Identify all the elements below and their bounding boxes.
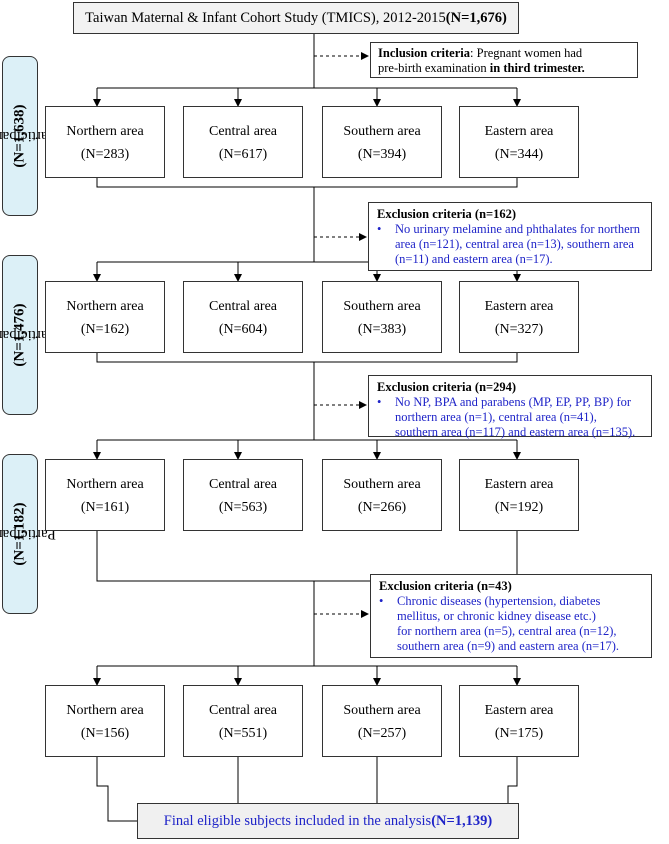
area-count: (N=257) xyxy=(357,726,407,741)
exclusion-heading: Exclusion criteria (n=43) xyxy=(379,579,512,593)
cohort-title-box: Taiwan Maternal & Infant Cohort Study (T… xyxy=(73,2,519,34)
stage3-eastern-box: Eastern area (N=192) xyxy=(459,459,579,531)
bullet-icon: • xyxy=(377,222,382,236)
area-count: (N=283) xyxy=(80,147,130,162)
area-count: (N=161) xyxy=(80,500,130,515)
exclusion-heading: Exclusion criteria (n=294) xyxy=(377,380,517,394)
participants-label-stage2: Participants (N=1,476) xyxy=(0,255,55,415)
inclusion-criteria-box: Inclusion criteria: Pregnant women had p… xyxy=(370,42,638,78)
area-count: (N=617) xyxy=(218,147,268,162)
area-name: Northern area xyxy=(66,703,144,718)
merge-line xyxy=(96,178,518,188)
exclusion-criteria-box-2: Exclusion criteria (n=294) • No NP, BPA … xyxy=(368,375,652,439)
stage2-eastern-box: Eastern area (N=327) xyxy=(459,281,579,353)
exclusion-line: for northern area (n=5), central area (n… xyxy=(397,624,617,638)
area-count: (N=156) xyxy=(80,726,130,741)
exclusion-line: southern area (n=117) and eastern area (… xyxy=(395,425,636,439)
area-count: (N=551) xyxy=(218,726,268,741)
exclusion-criteria-box-1: Exclusion criteria (n=162) • No urinary … xyxy=(368,202,652,271)
area-name: Northern area xyxy=(66,299,144,314)
area-name: Central area xyxy=(208,477,277,492)
area-name: Eastern area xyxy=(484,299,554,314)
stage2-northern-box: Northern area (N=162) xyxy=(45,281,165,353)
area-count: (N=604) xyxy=(218,322,268,337)
final-eligible-box: Final eligible subjects included in the … xyxy=(137,803,519,839)
exclusion-line: No urinary melamine and phthalates for n… xyxy=(395,222,641,236)
area-name: Central area xyxy=(208,124,277,139)
final-count: (N=1,139) xyxy=(431,812,493,829)
stage2-southern-box: Southern area (N=383) xyxy=(322,281,442,353)
stage1-eastern-box: Eastern area (N=344) xyxy=(459,106,579,178)
participants-label-stage1: Participants (N=1,638) xyxy=(0,56,55,216)
area-count: (N=175) xyxy=(494,726,544,741)
merge-line xyxy=(96,757,137,822)
bullet-icon: • xyxy=(377,395,382,409)
stage3-southern-box: Southern area (N=266) xyxy=(322,459,442,531)
stage3-northern-box: Northern area (N=161) xyxy=(45,459,165,531)
exclusion-heading: Exclusion criteria (n=162) xyxy=(377,207,517,221)
exclusion-line: southern area (n=9) and eastern area (n=… xyxy=(397,639,619,653)
area-name: Eastern area xyxy=(484,477,554,492)
area-count: (N=162) xyxy=(80,322,130,337)
area-count: (N=394) xyxy=(357,147,407,162)
exclusion-line: mellitus, or chronic kidney disease etc.… xyxy=(397,609,596,623)
area-name: Northern area xyxy=(66,124,144,139)
stage1-northern-box: Northern area (N=283) xyxy=(45,106,165,178)
area-name: Southern area xyxy=(343,299,421,314)
merge-line xyxy=(96,531,518,582)
stage4-northern-box: Northern area (N=156) xyxy=(45,685,165,757)
stage4-eastern-box: Eastern area (N=175) xyxy=(459,685,579,757)
exclusion-line: No NP, BPA and parabens (MP, EP, PP, BP)… xyxy=(395,395,632,409)
inclusion-text-bold: in third trimester. xyxy=(489,61,585,75)
exclusion-line: Chronic diseases (hypertension, diabetes xyxy=(397,594,601,608)
area-count: (N=383) xyxy=(357,322,407,337)
area-name: Central area xyxy=(208,703,277,718)
stage4-central-box: Central area (N=551) xyxy=(183,685,303,757)
area-name: Southern area xyxy=(343,124,421,139)
exclusion-line: northern area (n=1), central area (n=41)… xyxy=(395,410,597,424)
final-text: Final eligible subjects included in the … xyxy=(163,812,432,829)
area-count: (N=327) xyxy=(494,322,544,337)
exclusion-line: (n=11) and eastern area (n=17). xyxy=(395,252,553,266)
stage1-southern-box: Southern area (N=394) xyxy=(322,106,442,178)
area-name: Northern area xyxy=(66,477,144,492)
inclusion-text: pre-birth examination xyxy=(378,61,490,75)
stage1-central-box: Central area (N=617) xyxy=(183,106,303,178)
stage4-southern-box: Southern area (N=257) xyxy=(322,685,442,757)
participants-label-stage3: Participants (N=1,182) xyxy=(0,454,55,614)
area-count: (N=344) xyxy=(494,147,544,162)
area-count: (N=563) xyxy=(218,500,268,515)
area-count: (N=266) xyxy=(357,500,407,515)
inclusion-text: : Pregnant women had xyxy=(470,46,583,60)
area-name: Southern area xyxy=(343,477,421,492)
area-name: Eastern area xyxy=(484,124,554,139)
inclusion-label: Inclusion criteria xyxy=(378,46,471,60)
cohort-title-text: Taiwan Maternal & Infant Cohort Study (T… xyxy=(85,9,446,26)
stage2-central-box: Central area (N=604) xyxy=(183,281,303,353)
area-count: (N=192) xyxy=(494,500,544,515)
exclusion-criteria-box-3: Exclusion criteria (n=43) • Chronic dise… xyxy=(370,574,652,658)
area-name: Southern area xyxy=(343,703,421,718)
merge-line xyxy=(96,353,518,363)
stage3-central-box: Central area (N=563) xyxy=(183,459,303,531)
area-name: Central area xyxy=(208,299,277,314)
cohort-title-count: (N=1,676) xyxy=(445,9,507,26)
exclusion-line: area (n=121), central area (n=13), south… xyxy=(395,237,634,251)
area-name: Eastern area xyxy=(484,703,554,718)
bullet-icon: • xyxy=(379,594,384,608)
